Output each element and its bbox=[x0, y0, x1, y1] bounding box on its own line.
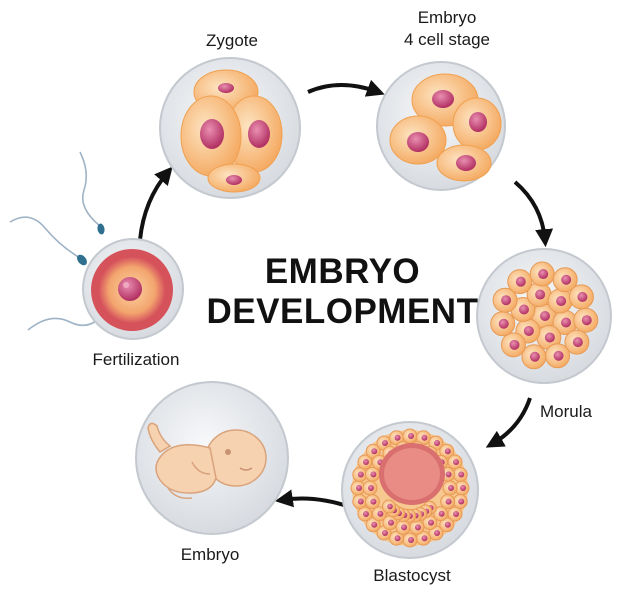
curved-arrow-icon bbox=[513, 180, 554, 248]
nucleus bbox=[498, 318, 509, 329]
nucleus bbox=[438, 510, 445, 517]
nucleus bbox=[523, 325, 534, 336]
nucleus bbox=[509, 339, 520, 350]
nucleus bbox=[535, 289, 546, 300]
nucleus bbox=[371, 448, 378, 455]
nucleus bbox=[382, 439, 388, 446]
zygote-stage bbox=[159, 57, 301, 199]
nucleus bbox=[421, 434, 428, 441]
morula-label: Morula bbox=[540, 402, 592, 421]
curved-arrow-icon bbox=[307, 79, 385, 97]
nucleus bbox=[556, 296, 567, 307]
nucleus bbox=[529, 351, 540, 362]
nucleus bbox=[434, 530, 440, 537]
morula-cells bbox=[490, 261, 599, 370]
four-cell-label-line1: Embryo bbox=[417, 8, 477, 27]
fetus-icon bbox=[147, 422, 267, 500]
curved-arrow-icon bbox=[138, 166, 173, 241]
nucleus bbox=[501, 295, 512, 306]
nucleus bbox=[401, 524, 408, 531]
nucleus bbox=[362, 511, 369, 517]
nucleus bbox=[460, 485, 466, 491]
four-cell-label-line2: 4 cell stage bbox=[404, 30, 490, 49]
nucleus bbox=[370, 471, 377, 478]
nucleus bbox=[453, 511, 460, 517]
nucleus bbox=[377, 510, 384, 517]
title-line-2: DEVELOPMENT bbox=[206, 292, 479, 331]
nucleus bbox=[448, 485, 454, 491]
nucleus bbox=[394, 535, 401, 542]
nucleus bbox=[408, 537, 414, 543]
nucleus bbox=[421, 535, 428, 542]
zygote-label: Zygote bbox=[206, 31, 258, 50]
nucleus bbox=[453, 459, 460, 465]
morula-stage bbox=[476, 248, 612, 384]
nucleus bbox=[581, 315, 592, 326]
nucleus bbox=[387, 503, 393, 510]
nucleus bbox=[458, 471, 465, 478]
nucleus bbox=[368, 485, 374, 491]
embryo-label: Embryo bbox=[180, 545, 240, 564]
nucleus bbox=[414, 524, 421, 531]
nucleus bbox=[434, 439, 440, 446]
nucleus bbox=[382, 530, 388, 537]
nucleus bbox=[408, 433, 414, 439]
nucleus bbox=[538, 269, 549, 280]
blastocyst-label: Blastocyst bbox=[373, 566, 451, 585]
nucleus bbox=[458, 498, 465, 505]
nucleus bbox=[561, 317, 572, 328]
nucleus bbox=[357, 471, 364, 478]
nucleus bbox=[371, 521, 378, 528]
embryo-stage bbox=[135, 381, 289, 535]
nucleus bbox=[518, 304, 529, 315]
nucleus bbox=[572, 337, 583, 348]
four-cell-stage bbox=[376, 61, 506, 191]
nucleus bbox=[444, 521, 451, 528]
nucleus bbox=[515, 276, 526, 287]
title-line-1: EMBRYO bbox=[264, 252, 421, 291]
blastocyst-cells bbox=[350, 428, 470, 548]
fertilization-stage bbox=[9, 151, 184, 340]
nucleus bbox=[370, 498, 377, 505]
nucleus bbox=[445, 471, 452, 478]
nucleus bbox=[356, 485, 362, 491]
nucleus bbox=[357, 498, 364, 505]
nucleus bbox=[540, 311, 550, 321]
curved-arrow-icon bbox=[274, 489, 351, 509]
curved-arrow-icon bbox=[485, 397, 532, 448]
fertilization-label: Fertilization bbox=[92, 350, 180, 369]
nucleus bbox=[553, 350, 564, 361]
nucleus bbox=[388, 519, 394, 526]
nucleus bbox=[445, 498, 452, 505]
nucleus bbox=[577, 291, 588, 302]
nucleus bbox=[444, 448, 451, 455]
nucleus bbox=[561, 274, 572, 285]
nucleus bbox=[394, 434, 401, 441]
nucleus bbox=[362, 459, 369, 465]
blastocyst-stage bbox=[341, 421, 479, 559]
nucleus bbox=[544, 332, 555, 343]
nucleus bbox=[428, 519, 434, 526]
